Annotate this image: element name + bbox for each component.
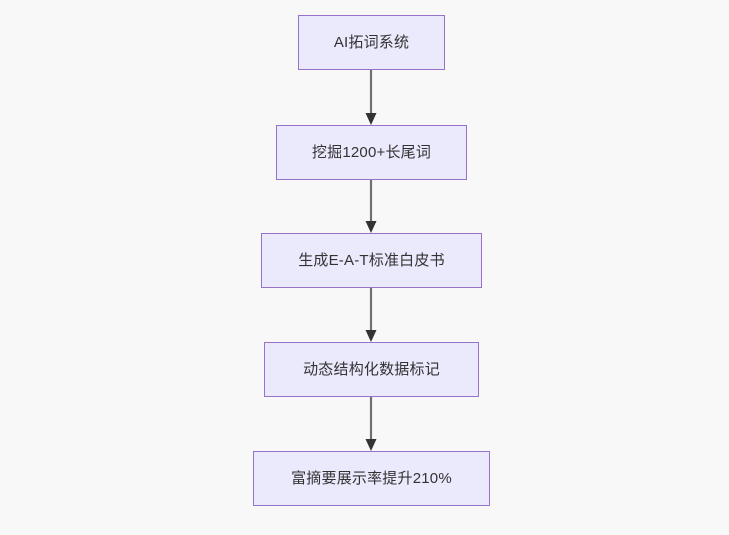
flow-node-dynamic-structured-data-markup[interactable]: 动态结构化数据标记 — [264, 342, 479, 397]
flow-node-mine-longtail-keywords[interactable]: 挖掘1200+长尾词 — [276, 125, 467, 180]
arrowhead-icon — [365, 113, 377, 125]
flow-node-label: AI拓词系统 — [333, 33, 410, 51]
edge-n4-n5 — [363, 397, 379, 451]
flow-node-label: 挖掘1200+长尾词 — [311, 143, 432, 161]
flow-node-label: 富摘要展示率提升210% — [291, 469, 452, 487]
flow-node-label: 生成E-A-T标准白皮书 — [298, 251, 445, 269]
flow-node-ai-keyword-system[interactable]: AI拓词系统 — [298, 15, 445, 70]
flow-node-generate-eat-whitepaper[interactable]: 生成E-A-T标准白皮书 — [261, 233, 482, 288]
arrowhead-icon — [365, 439, 377, 451]
edge-n1-n2 — [363, 70, 379, 125]
flow-node-label: 动态结构化数据标记 — [303, 360, 440, 378]
edge-n2-n3 — [363, 180, 379, 233]
edge-n3-n4 — [363, 288, 379, 342]
flow-node-rich-snippet-impression-uplift[interactable]: 富摘要展示率提升210% — [253, 451, 490, 506]
arrowhead-icon — [365, 221, 377, 233]
arrowhead-icon — [365, 330, 377, 342]
